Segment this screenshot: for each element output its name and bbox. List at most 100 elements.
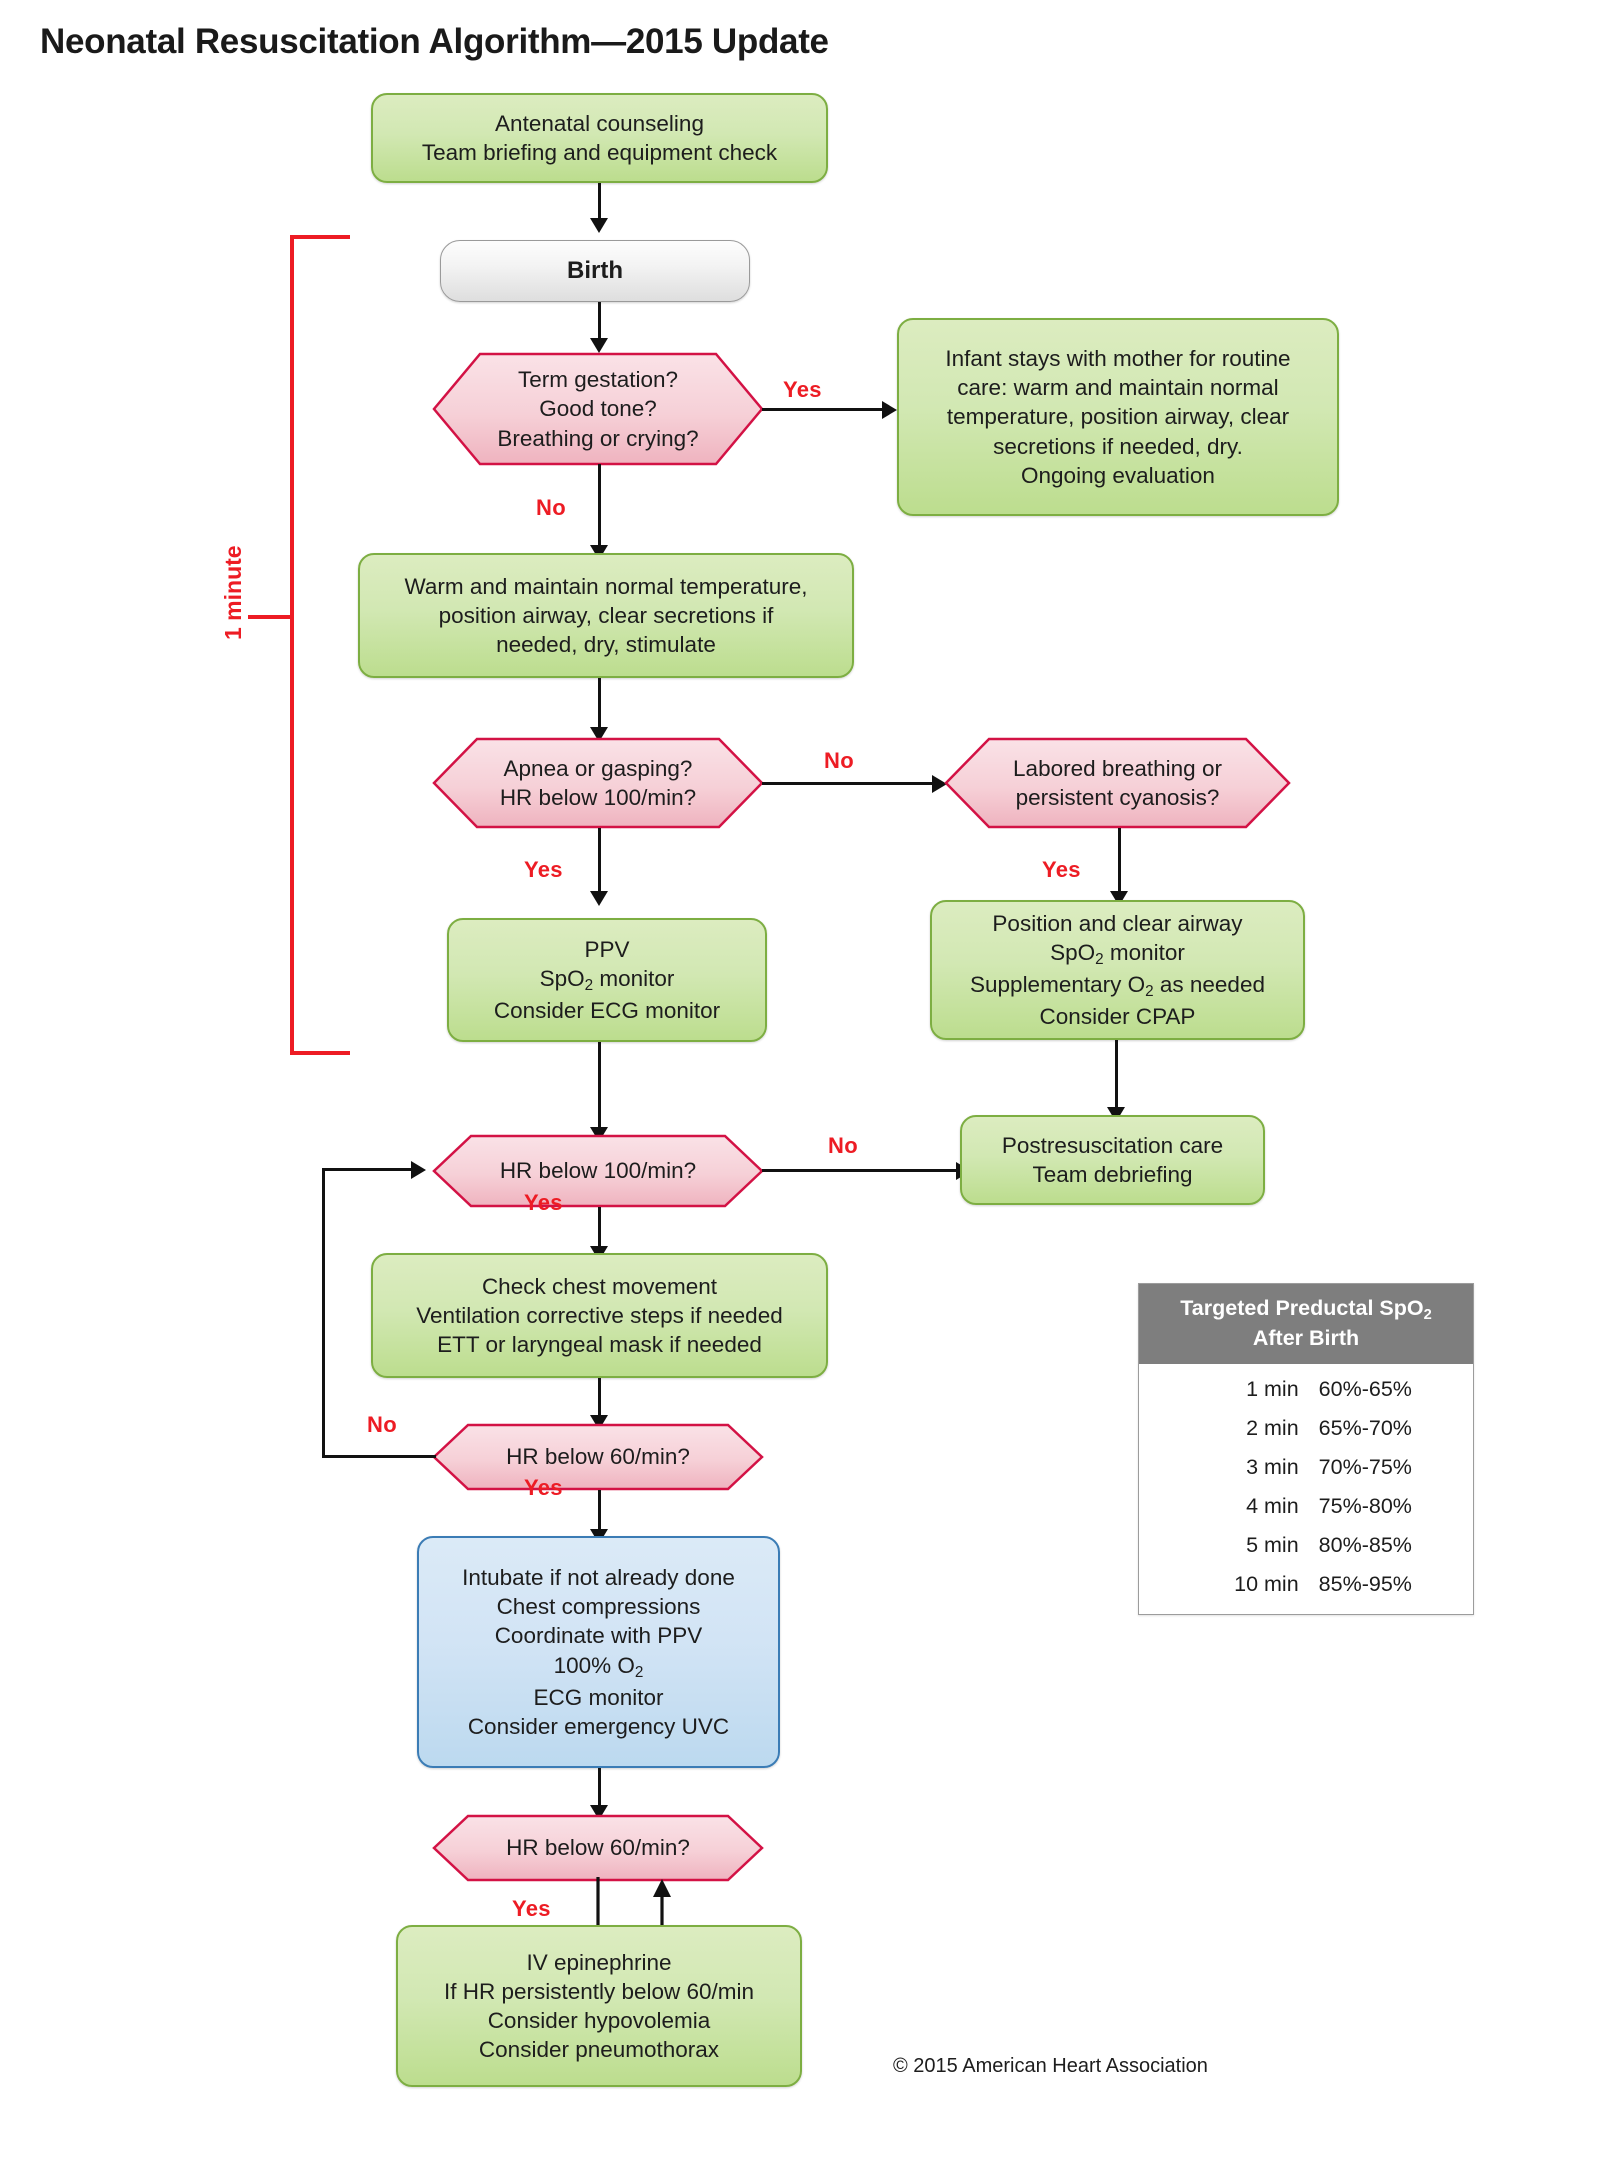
hexagon-shape bbox=[432, 1814, 764, 1882]
hexagon-shape bbox=[432, 737, 764, 829]
node-routine-care: Infant stays with mother for routine car… bbox=[897, 318, 1339, 516]
node-text: IV epinephrine If HR persistently below … bbox=[443, 1949, 755, 2063]
cell-time: 5 min bbox=[1246, 1533, 1299, 1558]
node-text: Infant stays with mother for routine car… bbox=[945, 345, 1291, 488]
flag-term-yes: Yes bbox=[783, 377, 822, 402]
intubate-o2-line: 100% O2 bbox=[553, 1652, 644, 1681]
cell-spo2: 85%-95% bbox=[1318, 1572, 1412, 1597]
node-text: HR below 100/min? bbox=[499, 1158, 697, 1184]
connector-hr60a-no-horizontal bbox=[322, 1455, 436, 1458]
node-postresuscitation-care: Postresuscitation care Team debriefing bbox=[960, 1115, 1265, 1205]
node-text: PPV SpO2 monitor Consider ECG monitor bbox=[493, 936, 721, 1023]
arrowhead-down bbox=[590, 338, 608, 353]
cell-time: 1 min bbox=[1246, 1377, 1299, 1402]
hexagon-shape bbox=[944, 737, 1291, 829]
flag-apnea-no: No bbox=[824, 748, 854, 773]
node-warm-and-maintain: Warm and maintain normal temperature, po… bbox=[358, 553, 854, 678]
connector-feedback-into-hr100 bbox=[322, 1168, 414, 1171]
table-row: 5 min 80%-85% bbox=[1139, 1526, 1473, 1565]
node-antenatal-counseling: Antenatal counseling Team briefing and e… bbox=[371, 93, 828, 183]
node-check-chest-movement: Check chest movement Ventilation correct… bbox=[371, 1253, 828, 1378]
node-text: Position and clear airway SpO2 monitor S… bbox=[970, 910, 1265, 1029]
decision-apnea-or-gasping: Apnea or gasping? HR below 100/min? bbox=[432, 737, 764, 829]
flag-apnea-yes: Yes bbox=[524, 857, 563, 882]
targeted-spo2-table: Targeted Preductal SpO2 After Birth 1 mi… bbox=[1138, 1283, 1474, 1616]
cell-spo2: 70%-75% bbox=[1318, 1455, 1412, 1480]
decision-labored-breathing: Labored breathing or persistent cyanosis… bbox=[944, 737, 1291, 829]
one-minute-bracket-top bbox=[290, 235, 350, 239]
cell-time: 4 min bbox=[1246, 1494, 1299, 1519]
decision-hr-below-60-b: HR below 60/min? bbox=[432, 1814, 764, 1882]
connector-hr100-no bbox=[762, 1169, 958, 1172]
flag-hr60b-yes: Yes bbox=[512, 1896, 551, 1921]
decision-hr-below-60-a: HR below 60/min? bbox=[432, 1423, 764, 1491]
node-ppv: PPV SpO2 monitor Consider ECG monitor bbox=[447, 918, 767, 1042]
arrowhead-right bbox=[411, 1161, 426, 1179]
hexagon-shape bbox=[432, 1134, 764, 1208]
one-minute-bracket-vertical bbox=[290, 235, 294, 1055]
flag-labored-yes: Yes bbox=[1042, 857, 1081, 882]
connector-hr100-yes bbox=[598, 1207, 601, 1249]
table-row: 4 min 75%-80% bbox=[1139, 1487, 1473, 1526]
connector-chest-to-hr60a bbox=[598, 1378, 601, 1418]
connector-position-to-postresus bbox=[1115, 1040, 1118, 1110]
cell-spo2: 65%-70% bbox=[1318, 1416, 1412, 1441]
one-minute-bracket-bottom bbox=[290, 1051, 350, 1055]
cell-time: 3 min bbox=[1246, 1455, 1299, 1480]
table-row: 3 min 70%-75% bbox=[1139, 1448, 1473, 1487]
node-text: HR below 60/min? bbox=[506, 1835, 690, 1861]
flag-hr100-no: No bbox=[828, 1133, 858, 1158]
table-title-line-1: Targeted Preductal SpO2 bbox=[1180, 1296, 1432, 1323]
arrowhead-right bbox=[932, 775, 947, 793]
flag-term-no: No bbox=[536, 495, 566, 520]
node-text: Labored breathing or persistent cyanosis… bbox=[1013, 755, 1222, 810]
page-title: Neonatal Resuscitation Algorithm—2015 Up… bbox=[40, 22, 829, 61]
connector-term-no bbox=[598, 464, 601, 547]
decision-term-gestation: Term gestation? Good tone? Breathing or … bbox=[432, 352, 764, 466]
decision-hr-below-100: HR below 100/min? bbox=[432, 1134, 764, 1208]
flag-hr60a-yes: Yes bbox=[524, 1475, 563, 1500]
pos-o2-line: Supplementary O2 as needed bbox=[970, 972, 1265, 1000]
node-text: Apnea or gasping? HR below 100/min? bbox=[499, 755, 697, 810]
node-text: Warm and maintain normal temperature, po… bbox=[404, 573, 808, 658]
cell-spo2: 75%-80% bbox=[1318, 1494, 1412, 1519]
cell-spo2: 60%-65% bbox=[1318, 1377, 1412, 1402]
node-iv-epinephrine: IV epinephrine If HR persistently below … bbox=[396, 1925, 802, 2087]
connector-warm-to-apnea bbox=[598, 678, 601, 730]
connector-intubate-to-hr60b bbox=[598, 1768, 601, 1808]
one-minute-bracket-tick bbox=[248, 615, 294, 619]
connector-ppv-to-hr100 bbox=[598, 1042, 601, 1130]
arrowhead-right bbox=[882, 401, 897, 419]
connector-birth-to-term bbox=[598, 302, 601, 340]
flag-hr100-yes: Yes bbox=[524, 1190, 563, 1215]
table-title-line-2: After Birth bbox=[1252, 1325, 1360, 1350]
ppv-spo2-line: SpO2 monitor bbox=[539, 966, 675, 995]
node-text: Check chest movement Ventilation correct… bbox=[416, 1273, 783, 1358]
node-text: Intubate if not already done Chest compr… bbox=[462, 1564, 735, 1739]
node-intubate-chest-compressions: Intubate if not already done Chest compr… bbox=[417, 1536, 780, 1768]
table-row: 1 min 60%-65% bbox=[1139, 1370, 1473, 1409]
copyright-notice: © 2015 American Heart Association bbox=[893, 2055, 1208, 2077]
node-text: Birth bbox=[567, 257, 623, 285]
connector-term-yes bbox=[762, 408, 884, 411]
connector-labored-yes bbox=[1118, 828, 1121, 894]
node-birth: Birth bbox=[440, 240, 750, 302]
flag-hr60a-no: No bbox=[367, 1412, 397, 1437]
node-text: Term gestation? Good tone? Breathing or … bbox=[497, 367, 699, 451]
connector-apnea-no bbox=[762, 782, 934, 785]
one-minute-bracket-label: 1 minute bbox=[220, 545, 246, 640]
cell-time: 10 min bbox=[1234, 1572, 1299, 1597]
cell-spo2: 80%-85% bbox=[1318, 1533, 1412, 1558]
connector-feedback-vertical bbox=[322, 1168, 325, 1458]
node-position-clear-airway: Position and clear airway SpO2 monitor S… bbox=[930, 900, 1305, 1040]
table-header: Targeted Preductal SpO2 After Birth bbox=[1139, 1284, 1473, 1365]
arrowhead-down bbox=[590, 891, 608, 906]
node-text: HR below 60/min? bbox=[506, 1444, 690, 1470]
node-text: Antenatal counseling Team briefing and e… bbox=[421, 110, 778, 165]
connector-hr60a-yes bbox=[598, 1490, 601, 1532]
pos-spo2-line: SpO2 monitor bbox=[1050, 940, 1185, 969]
node-text: Postresuscitation care Team debriefing bbox=[1001, 1132, 1224, 1187]
connector-apnea-yes bbox=[598, 828, 601, 894]
table-row: 10 min 85%-95% bbox=[1139, 1565, 1473, 1604]
